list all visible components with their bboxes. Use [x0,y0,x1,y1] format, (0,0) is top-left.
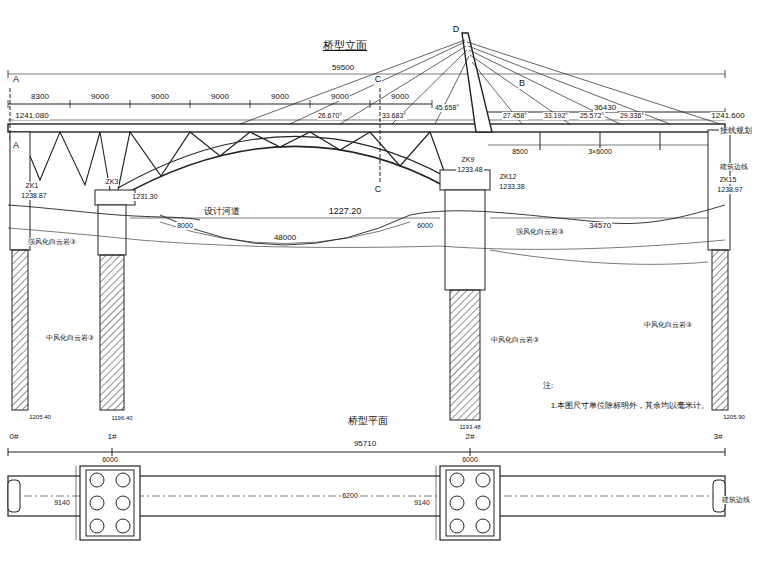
dimension-label: 建筑边线 [721,496,751,504]
dimension-label: C [374,185,383,195]
dimension-label: ZK15 [719,176,738,184]
dimension-label: 9000 [90,93,110,102]
dimension-label: 注: [542,382,554,391]
dimension-label: 9000 [150,93,170,102]
dimension-label: 25.572° [579,112,605,120]
dimension-label: 6000 [461,456,479,464]
dimension-label: 设计河道 [203,207,241,217]
dimension-label: ZK12 [499,173,518,181]
dimension-label: 9000 [390,93,410,102]
dimension-label: 强风化白云岩③ [27,238,77,246]
dimension-label: 6200 [341,492,359,500]
dimension-label: 1227.20 [328,207,363,217]
dimension-label: 1196.40 [110,415,133,422]
dimension-label: 33.683° [381,112,407,120]
dimension-label: 1205.40 [28,414,52,421]
dimension-label: 强风化白云岩③ [515,228,565,236]
dimension-label: 9000 [210,93,230,102]
dimension-label: 27.458° [502,112,528,120]
dimension-label: 8300 [30,93,50,102]
dimension-label: 9000 [330,93,350,102]
dimension-label: 1233.48 [456,166,483,174]
dimension-label: 1205.90 [722,414,746,421]
dimension-label: 34570 [588,222,612,231]
dimension-label: 59500 [331,64,355,73]
drawing-title: 桥型立面 [321,38,369,53]
dimension-label: 26.670° [317,112,343,120]
dimension-label: 桥型平面 [347,415,389,426]
dimension-label: B [518,79,526,89]
dimension-label: 29.336° [619,112,645,120]
dimension-label: 1# [107,433,118,442]
dimension-label: 1231.30 [131,193,158,201]
dimension-label: 36430 [593,104,617,113]
dimension-label: 接线规划 [719,127,753,136]
dimension-label: 1238.87 [20,192,47,200]
dimension-label: 1241.600 [710,112,745,121]
dimension-label: 48000 [273,234,297,243]
dimension-label: 9140 [413,499,431,507]
dimension-label: 中风化白云岩③ [643,321,693,329]
dimension-label: 6000 [101,456,119,464]
dimension-label: 33.192° [543,112,569,120]
dimension-label: 9000 [270,93,290,102]
dimension-label: ZK9 [461,156,476,164]
dimension-label: 8000 [176,222,194,230]
dimension-label: 45.658° [434,104,460,112]
dimension-label: 1233.38 [498,183,525,191]
dimension-label: D [452,25,461,35]
dimension-label: ZK1 [25,182,40,190]
dimension-label: 1241.080 [14,112,49,121]
dimension-label: 9140 [53,499,71,507]
dimension-label: C [374,75,383,85]
dimension-label: 0# [9,433,20,442]
dimension-label: ZK3 [105,178,120,186]
dimension-label: 8500 [511,148,529,156]
dimension-label: 95710 [353,440,377,449]
dimension-label: 1193.48 [458,424,481,431]
dimension-label: A [12,141,20,151]
dimension-label: 1238.97 [716,186,743,194]
dimension-label: 2# [465,433,476,442]
dimension-label: 建筑边线 [719,163,749,171]
dimension-label: 3×6000 [587,148,613,156]
dimension-label: 中风化白云岩③ [490,336,540,344]
dimension-label: 6000 [416,222,434,230]
dimension-label: 3# [713,433,724,442]
dimension-label: 1.本图尺寸单位除标明外，其余均以毫米计。 [550,402,711,411]
dimension-label: A [12,75,20,85]
dimension-label: 中风化白云岩③ [45,334,95,342]
